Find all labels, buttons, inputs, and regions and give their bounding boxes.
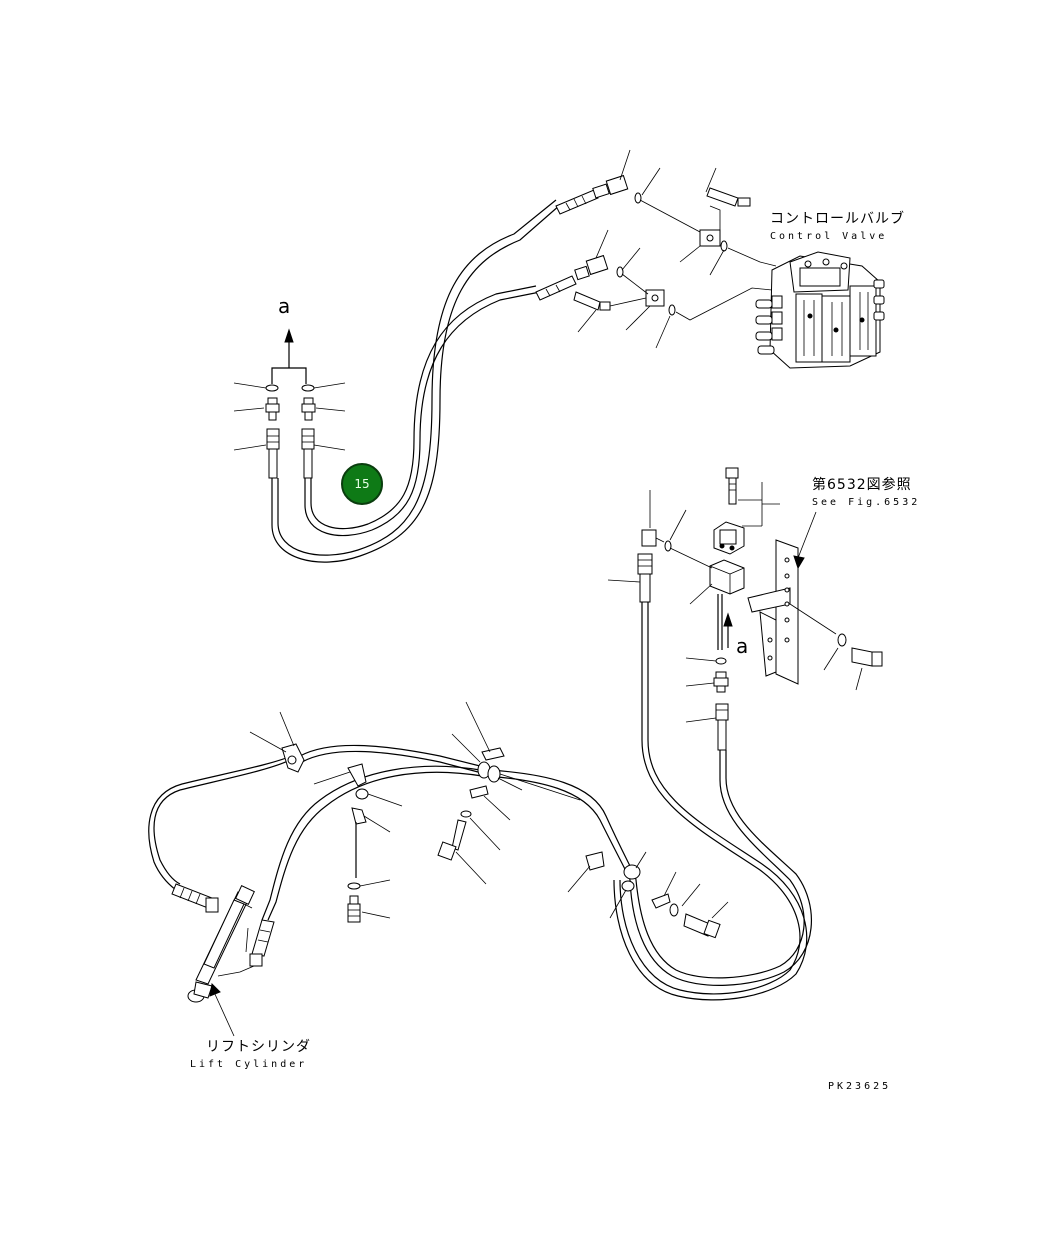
- left-fitting-stack-1: [265, 384, 280, 479]
- see-fig-label-jp: 第6532図参照: [812, 477, 912, 493]
- upper-hose-fitting-1: [555, 174, 629, 215]
- left-fitting-stack-2: [301, 384, 316, 479]
- drawing-code: PK23625: [828, 1081, 892, 1092]
- see-fig-label-en: See Fig.6532: [812, 497, 921, 508]
- ref-a-bracket: [271, 328, 307, 384]
- part-callout-number: 15: [354, 477, 370, 491]
- control-valve-fittings: [573, 187, 777, 321]
- lift-cylinder-label-en: Lift Cylinder: [190, 1059, 308, 1070]
- right-hose-loop: [613, 602, 813, 1001]
- lower-hose-network: [148, 744, 637, 921]
- upper-hose-outer: [271, 199, 561, 563]
- part-callout-15[interactable]: 15: [341, 463, 383, 505]
- leader-lines-top: [577, 149, 725, 349]
- ref-a-top-label: a: [278, 294, 291, 318]
- control-valve-label-en: Control Valve: [770, 231, 888, 242]
- upper-hose-fitting-2: [535, 254, 609, 301]
- control-valve-label-jp: コントロールバルブ: [770, 211, 905, 227]
- control-valve-body: [755, 251, 885, 369]
- upper-hose-inner: [304, 285, 541, 537]
- lift-cylinder-label-jp: リフトシリンダ: [206, 1039, 311, 1055]
- lower-clamps: [281, 743, 721, 939]
- leader-lines-left: [233, 382, 346, 451]
- valve-bracket-assembly: [637, 467, 883, 751]
- leader-lines-lower: [249, 701, 729, 919]
- leader-lines-right: [607, 490, 863, 723]
- lift-cylinder: [171, 883, 275, 1037]
- ref-a-right-label: a: [736, 634, 749, 658]
